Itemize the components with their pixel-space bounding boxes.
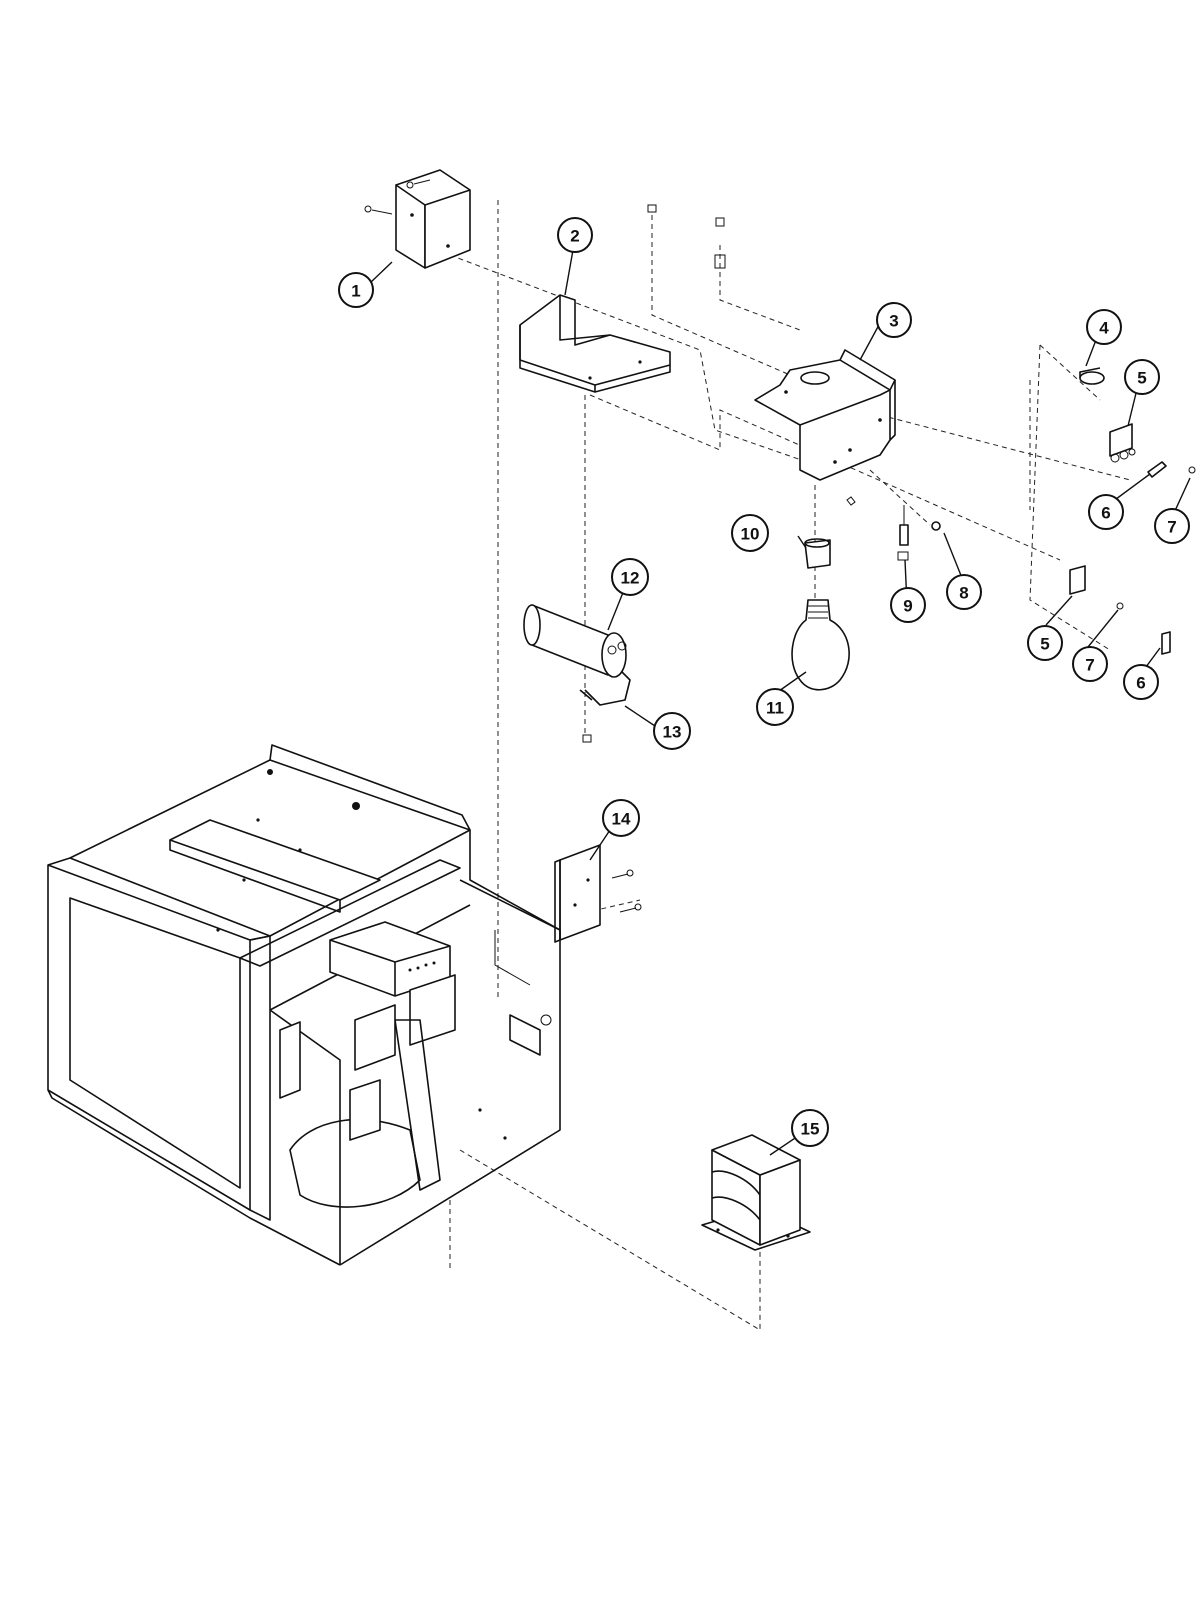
callout-10-label: 10 [741, 525, 760, 544]
callout-7-lower: 7 [1072, 646, 1108, 682]
callout-4: 4 [1086, 309, 1122, 345]
part-12-capacitor [523, 604, 627, 678]
callout-6-lower-label: 6 [1136, 674, 1145, 693]
callout-9-label: 9 [903, 597, 912, 616]
part-13-strap [579, 671, 631, 743]
callout-7-upper: 7 [1154, 508, 1190, 544]
extra-parts-lower-right [1069, 565, 1171, 655]
part-1-bracket [364, 169, 471, 269]
callout-8: 8 [946, 574, 982, 610]
callout-1: 1 [338, 272, 374, 308]
callout-11: 11 [756, 688, 794, 726]
assembly-lines [449, 200, 1131, 1331]
part-8-nut [931, 521, 941, 531]
part-14-plate [554, 844, 642, 943]
part-15-transformer [701, 1134, 811, 1251]
part-7-screw-upper [1188, 466, 1196, 474]
part-6-pin-upper [1147, 461, 1167, 478]
top-screws [647, 204, 726, 269]
callout-5-lower: 5 [1027, 625, 1063, 661]
part-9-terminal [897, 505, 909, 561]
callout-14: 14 [602, 799, 640, 837]
callout-12-label: 12 [621, 569, 640, 588]
callout-3-label: 3 [889, 312, 898, 331]
microwave-cabinet [47, 744, 561, 1266]
callout-6-upper-label: 6 [1101, 504, 1110, 523]
callout-15: 15 [791, 1109, 829, 1147]
callout-7-upper-label: 7 [1167, 518, 1176, 537]
callout-9: 9 [890, 587, 926, 623]
callout-6-upper: 6 [1088, 494, 1124, 530]
callout-8-label: 8 [959, 584, 968, 603]
part-5-switch-upper [1109, 423, 1136, 463]
callout-2-label: 2 [570, 227, 579, 246]
part-3-lamp-housing [754, 349, 896, 506]
part-4-clip [1079, 367, 1105, 385]
part-11-bulb [791, 599, 850, 691]
callout-3: 3 [876, 302, 912, 338]
callout-5-upper-label: 5 [1137, 369, 1146, 388]
callout-13: 13 [653, 712, 691, 750]
callout-12: 12 [611, 558, 649, 596]
callout-2: 2 [557, 217, 593, 253]
callout-13-label: 13 [663, 723, 682, 742]
callout-4-label: 4 [1099, 319, 1109, 338]
callout-7-lower-label: 7 [1085, 656, 1094, 675]
callout-5-upper: 5 [1124, 359, 1160, 395]
callout-6-lower: 6 [1123, 664, 1159, 700]
callout-15-label: 15 [801, 1120, 820, 1139]
callout-5-lower-label: 5 [1040, 635, 1049, 654]
part-2-shelf-bracket [519, 294, 671, 393]
callout-14-label: 14 [612, 810, 631, 829]
callout-10: 10 [731, 514, 769, 552]
callout-1-label: 1 [351, 282, 360, 301]
callout-11-label: 11 [766, 699, 784, 718]
part-10-lamp-socket [804, 538, 831, 569]
